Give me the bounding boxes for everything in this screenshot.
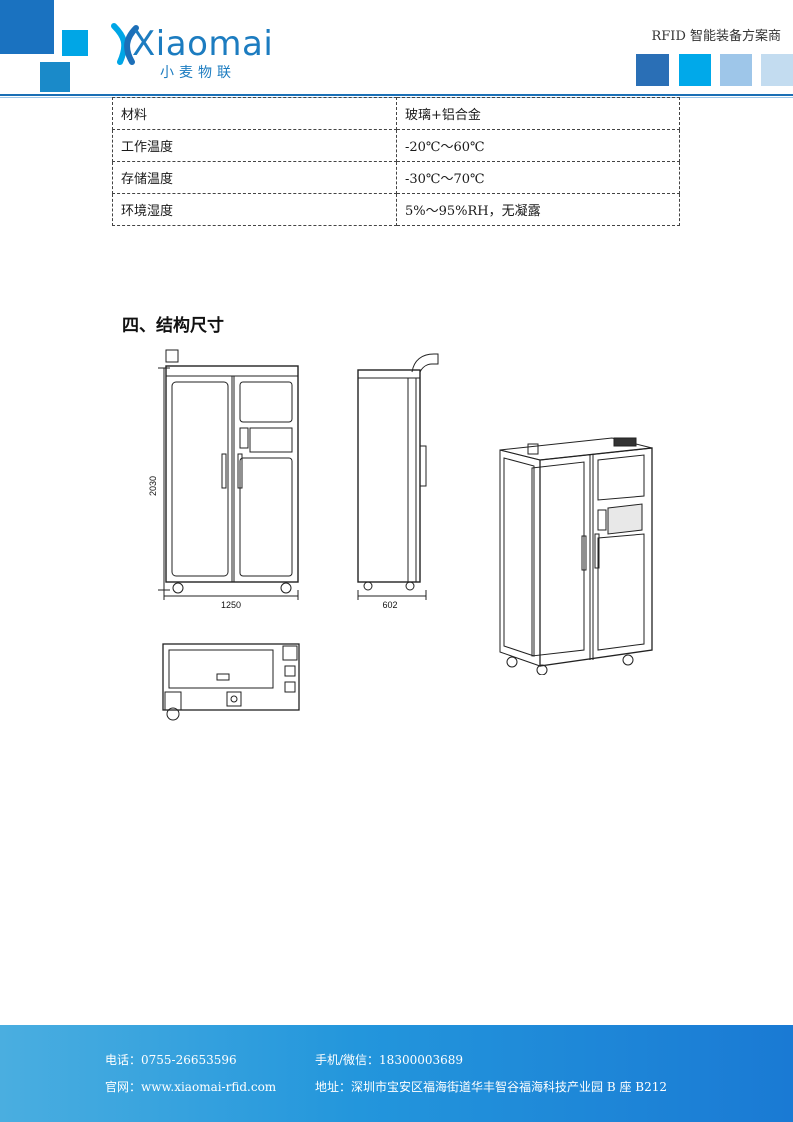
footer-website[interactable]: 官网：www.xiaomai-rfid.com — [105, 1080, 277, 1094]
header-block-small — [62, 30, 88, 56]
header-rule — [0, 94, 793, 96]
spec-table: 材料 玻璃+铝合金 工作温度 -20℃～60℃ 存储温度 -30℃～70℃ 环境… — [112, 97, 680, 226]
header-swatch-4 — [761, 54, 793, 86]
table-row: 存储温度 -30℃～70℃ — [112, 161, 680, 194]
header-swatch-1 — [636, 54, 669, 86]
header-block-bottom — [40, 62, 70, 92]
spec-label: 存储温度 — [112, 161, 397, 194]
spec-label: 工作温度 — [112, 129, 397, 162]
table-row: 工作温度 -20℃～60℃ — [112, 129, 680, 162]
logo-wordmark: Xiaomai — [132, 24, 274, 64]
width-dimension-label: 1250 — [221, 600, 241, 610]
side-view-drawing: 602 — [357, 353, 439, 610]
footer-address: 地址：深圳市宝安区福海街道华丰智谷福海科技产业园 B 座 B212 — [315, 1080, 667, 1094]
footer-phone: 电话：0755-26653596 — [105, 1053, 237, 1067]
spec-value: -20℃～60℃ — [396, 129, 680, 162]
depth-dimension-label: 602 — [382, 600, 397, 610]
spec-value: -30℃～70℃ — [396, 161, 680, 194]
table-row: 材料 玻璃+铝合金 — [112, 97, 680, 130]
front-view-drawing: 2030 1250 — [148, 349, 299, 610]
height-dimension-label: 2030 — [148, 476, 158, 496]
footer-mobile: 手机/微信：18300003689 — [315, 1053, 464, 1067]
spec-label: 材料 — [112, 97, 397, 130]
spec-label: 环境湿度 — [112, 193, 397, 226]
header-block-large — [0, 0, 54, 54]
header-tagline: RFID 智能装备方案商 — [651, 29, 782, 44]
footer-bar: 电话：0755-26653596 手机/微信：18300003689 官网：ww… — [0, 1025, 793, 1122]
logo-mark-icon — [110, 22, 140, 72]
header-swatch-3 — [720, 54, 752, 86]
top-view-drawing — [162, 643, 300, 721]
header-swatch-2 — [679, 54, 711, 86]
spec-value: 玻璃+铝合金 — [396, 97, 680, 130]
table-row: 环境湿度 5%～95%RH，无凝露 — [112, 193, 680, 226]
isometric-view-drawing — [499, 437, 653, 675]
logo-subtitle: 小麦物联 — [160, 65, 236, 81]
section-title: 四、结构尺寸 — [122, 316, 224, 336]
spec-value: 5%～95%RH，无凝露 — [396, 193, 680, 226]
